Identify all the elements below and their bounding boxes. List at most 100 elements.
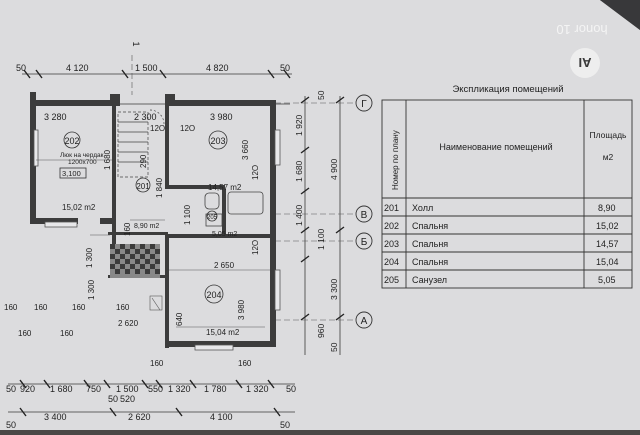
bottom-r1-7: 1 780 xyxy=(204,384,227,394)
header-area-unit: м2 xyxy=(603,152,614,162)
left-dimension-text: 160 160 160 160 160 160 1 300 xyxy=(4,279,130,338)
right-dim-4: 3 300 xyxy=(329,278,339,300)
room-205-id: 205 xyxy=(207,215,218,221)
bottom-r1-2: 1 680 xyxy=(50,384,73,394)
dimension-lines xyxy=(8,73,341,413)
top-dim-0: 50 xyxy=(16,63,26,73)
hatch-size: 1200х700 xyxy=(68,159,97,166)
row-203-number: 203 xyxy=(384,239,399,249)
axis-label-v: В xyxy=(361,210,368,221)
bottom-r2-1: 2 620 xyxy=(128,412,151,422)
int-dim-12: 12О xyxy=(251,240,260,255)
right-dim-3: 1 100 xyxy=(316,228,326,250)
row-205-number: 205 xyxy=(384,275,399,285)
axis-bubbles: Г В Б А 1 xyxy=(131,41,373,329)
left-dim-6: 1 300 xyxy=(87,279,96,300)
axis-label-a: А xyxy=(361,316,368,327)
top-dim-2: 1 500 xyxy=(135,63,158,73)
room-205-area: 5,05 m2 xyxy=(212,231,237,238)
top-dim-4: 50 xyxy=(280,63,290,73)
bottom-r2-end-1: 50 xyxy=(280,420,290,430)
explication-table: Экспликация помещений Номер по плану Наи… xyxy=(381,84,633,289)
bottom-r1-5: 550 xyxy=(148,384,163,394)
row-202-number: 202 xyxy=(384,221,399,231)
bottom-r2-2: 4 100 xyxy=(210,412,233,422)
room-201-id: 201 xyxy=(136,182,150,191)
row-205-area: 5,05 xyxy=(598,275,616,285)
row-201-area: 8,90 xyxy=(598,203,616,213)
int-dim-14: 640 xyxy=(175,312,184,326)
stairwell-pattern xyxy=(110,244,160,278)
room-202-area: 15,02 m2 xyxy=(62,203,96,212)
left-dim-4: 160 xyxy=(18,329,32,338)
right-end-1: 960 xyxy=(316,324,326,338)
bottom-r1-3: 750 xyxy=(86,384,101,394)
interior-dimension-text: 12О 12О 3 660 1 840 1 680 290 1 100 2 65… xyxy=(85,124,260,368)
bottom-dimension-text: 50 920 1 680 750 1 500 550 1 320 1 780 1… xyxy=(6,384,296,430)
top-dim-1: 4 120 xyxy=(66,63,89,73)
interior-lines xyxy=(36,159,270,328)
background-corner xyxy=(600,0,640,30)
walls xyxy=(30,92,276,348)
room-201-area: 8,90 m2 xyxy=(134,223,159,230)
top-inner-dim-2: 3 980 xyxy=(210,112,233,122)
bottom-r1-8: 1 320 xyxy=(246,384,269,394)
int-dim-2: 3 660 xyxy=(241,139,250,160)
right-end-2: 50 xyxy=(329,342,339,352)
right-dim-2: 1 400 xyxy=(294,204,304,226)
right-dim-0: 1 920 xyxy=(294,114,304,136)
bottom-r1-0: 50 xyxy=(6,384,16,394)
level-mark: 3,100 xyxy=(62,169,81,178)
bottom-r1-6: 1 320 xyxy=(168,384,191,394)
explication-title: Экспликация помещений xyxy=(452,84,563,95)
room-204-id: 204 xyxy=(206,290,221,300)
bottom-r1-extra-1: 520 xyxy=(120,394,135,404)
bottom-r2-end-0: 50 xyxy=(6,420,16,430)
windows xyxy=(33,129,281,351)
ai-logo-icon xyxy=(570,48,600,78)
axis-label-b: Б xyxy=(361,237,368,248)
int-dim-13: 160 xyxy=(123,222,132,236)
room-203-id: 203 xyxy=(210,136,225,146)
header-area-label: Площадь xyxy=(589,130,627,140)
int-dim-5: 290 xyxy=(139,154,148,168)
axis-label-g: Г xyxy=(361,99,367,110)
brand-text: honor 10 xyxy=(556,22,607,37)
bottom-r1-4: 1 500 xyxy=(116,384,139,394)
header-number: Номер по плану xyxy=(391,130,400,190)
int-dim-3: 1 840 xyxy=(155,177,164,198)
int-dim-1: 12О xyxy=(180,124,195,133)
row-202-name: Спальня xyxy=(412,221,448,231)
row-203-name: Спальня xyxy=(412,239,448,249)
int-dim-0: 12О xyxy=(150,124,165,133)
row-201-number: 201 xyxy=(384,203,399,213)
grid-axis-lines xyxy=(131,55,355,321)
room-204-area: 15,04 m2 xyxy=(206,328,240,337)
int-dim-11: 12О xyxy=(251,165,260,180)
int-dim-16: 160 xyxy=(238,359,252,368)
watermark: AI honor 10 xyxy=(556,22,608,78)
row-204-name: Спальня xyxy=(412,257,448,267)
row-201-name: Холл xyxy=(412,203,433,213)
left-dim-1: 160 xyxy=(34,303,48,312)
ai-logo-text: AI xyxy=(579,55,592,70)
row-204-area: 15,04 xyxy=(596,257,619,267)
right-dimension-text: 1 920 1 680 1 400 1 100 3 300 4 900 50 9… xyxy=(294,90,339,352)
int-dim-4: 1 680 xyxy=(103,149,112,170)
row-202-area: 15,02 xyxy=(596,221,619,231)
row-204-number: 204 xyxy=(384,257,399,267)
left-dim-0: 160 xyxy=(4,303,18,312)
bottom-r1-9: 50 xyxy=(286,384,296,394)
row-205-name: Санузел xyxy=(412,275,447,285)
dimension-ticks xyxy=(19,69,345,417)
bathroom-fixtures xyxy=(204,191,264,227)
int-dim-15: 160 xyxy=(150,359,164,368)
left-dim-2: 160 xyxy=(72,303,86,312)
left-dim-3: 160 xyxy=(116,303,130,312)
top-inner-dim-0: 3 280 xyxy=(44,112,67,122)
right-dim-1: 1 680 xyxy=(294,160,304,182)
room-202-id: 202 xyxy=(64,136,79,146)
header-name: Наименование помещений xyxy=(439,142,552,152)
bottom-r1-1: 920 xyxy=(20,384,35,394)
